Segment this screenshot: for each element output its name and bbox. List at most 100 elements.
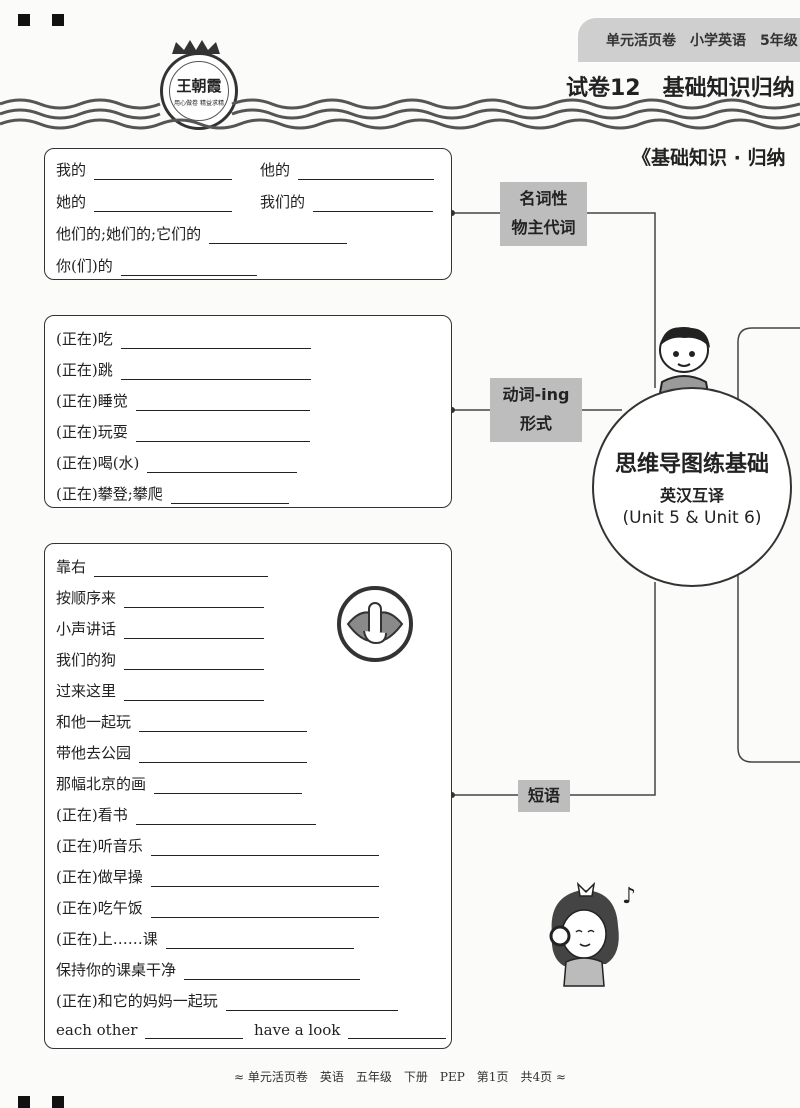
answer-blank[interactable]: [147, 458, 298, 473]
phrase-prompt: have a look: [254, 1021, 341, 1039]
phrase-prompt: 和他一起玩: [56, 713, 132, 731]
answer-blank[interactable]: [94, 165, 233, 180]
pronoun-prompt: 你(们)的: [56, 257, 113, 275]
logo-brand: 王朝霞: [176, 77, 222, 95]
pronoun-prompt: 我的: [56, 161, 87, 179]
ing-row: (正在)跳: [56, 359, 311, 380]
center-subtitle: 英汉互译: [659, 486, 724, 505]
phrase-prompt: (正在)听音乐: [56, 837, 143, 855]
phrase-prompt: 按顺序来: [56, 589, 117, 607]
phrase-row: each other: [56, 1021, 244, 1039]
phrase-prompt: 我们的狗: [56, 651, 117, 669]
phrase-prompt: each other: [56, 1021, 138, 1039]
center-title: 思维导图练基础: [614, 452, 769, 477]
ing-prompt: (正在)攀登;攀爬: [56, 485, 163, 503]
answer-blank[interactable]: [135, 810, 316, 825]
answer-blank[interactable]: [150, 872, 379, 887]
page-footer: ≈ 单元活页卷 英语 五年级 下册 PEP 第1页 共4页 ≈: [234, 1070, 566, 1084]
phrase-row: (正在)做早操: [56, 866, 379, 887]
answer-blank[interactable]: [225, 996, 398, 1011]
phrase-row: (正在)听音乐: [56, 835, 379, 856]
pronoun-row: 他的: [260, 159, 435, 180]
crown-icon: [172, 40, 220, 54]
answer-blank[interactable]: [124, 593, 265, 608]
ing-prompt: (正在)喝(水): [56, 454, 140, 472]
girl-listening-music-icon: [549, 881, 619, 987]
answer-blank[interactable]: [120, 334, 311, 349]
answer-blank[interactable]: [154, 779, 303, 794]
pronoun-prompt: 她的: [56, 193, 87, 211]
ing-forms-box: [44, 315, 452, 508]
answer-blank[interactable]: [209, 229, 348, 244]
phrase-row: 那幅北京的画: [56, 773, 303, 794]
music-note-icon: ♪: [622, 884, 637, 909]
phrase-prompt: 靠右: [56, 558, 87, 576]
phrase-prompt: (正在)和它的妈妈一起玩: [56, 992, 218, 1010]
answer-blank[interactable]: [313, 197, 434, 212]
branch-label-line: 名词性: [519, 189, 568, 209]
logo: 王朝霞 用心做卷 精益求精: [160, 52, 238, 130]
pronoun-prompt: 他的: [260, 161, 291, 179]
phrase-prompt: (正在)吃午饭: [56, 899, 143, 917]
pronoun-row: 你(们)的: [56, 255, 257, 276]
branch-label-line: 动词-ing: [502, 385, 570, 405]
answer-blank[interactable]: [120, 261, 257, 276]
phrase-row: (正在)上……课: [56, 928, 354, 949]
answer-blank[interactable]: [124, 686, 265, 701]
answer-blank[interactable]: [150, 841, 379, 856]
logo-slogan: 用心做卷 精益求精: [174, 100, 224, 107]
phrase-row: have a look: [254, 1021, 447, 1039]
header-band: [578, 18, 800, 62]
phrase-prompt: (正在)上……课: [56, 930, 158, 948]
ing-prompt: (正在)玩耍: [56, 423, 128, 441]
pronoun-row: 他们的;她们的;它们的: [56, 223, 348, 244]
phrase-prompt: 过来这里: [56, 682, 117, 700]
answer-blank[interactable]: [184, 965, 361, 980]
answer-blank[interactable]: [120, 365, 311, 380]
branch-label-line: 物主代词: [511, 218, 576, 237]
phrase-row: 靠右: [56, 556, 269, 577]
pronoun-prompt: 他们的;她们的;它们的: [56, 225, 202, 243]
phrase-row: 和他一起玩: [56, 711, 308, 732]
ing-prompt: (正在)吃: [56, 330, 113, 348]
center-units: (Unit 5 & Unit 6): [622, 508, 762, 528]
answer-blank[interactable]: [135, 427, 310, 442]
page-title: 试卷12 基础知识归纳: [566, 76, 795, 101]
ing-row: (正在)吃: [56, 328, 311, 349]
answer-blank[interactable]: [298, 165, 435, 180]
answer-blank[interactable]: [124, 624, 265, 639]
ing-row: (正在)玩耍: [56, 421, 310, 442]
answer-blank[interactable]: [139, 717, 308, 732]
phrase-row: 带他去公园: [56, 742, 308, 763]
ing-row: (正在)喝(水): [56, 452, 298, 473]
answer-blank[interactable]: [170, 489, 289, 504]
phrase-prompt: 保持你的课桌干净: [56, 961, 177, 979]
answer-blank[interactable]: [94, 197, 233, 212]
phrase-prompt: 小声讲话: [56, 620, 117, 638]
answer-blank[interactable]: [124, 655, 265, 670]
phrase-row: (正在)吃午饭: [56, 897, 379, 918]
branch-label-phrases: 短语: [518, 780, 570, 812]
pronouns-box: [44, 148, 452, 280]
ing-prompt: (正在)睡觉: [56, 392, 128, 410]
phrase-row: 小声讲话: [56, 618, 265, 639]
answer-blank[interactable]: [150, 903, 379, 918]
ing-row: (正在)睡觉: [56, 390, 310, 411]
phrase-prompt: 那幅北京的画: [56, 775, 147, 793]
answer-blank[interactable]: [348, 1024, 447, 1039]
section-tag: 《基础知识 · 归纳: [632, 147, 786, 169]
answer-blank[interactable]: [94, 562, 269, 577]
header-waves: [0, 98, 800, 130]
answer-blank[interactable]: [135, 396, 310, 411]
phrase-prompt: 带他去公园: [56, 744, 132, 762]
ing-prompt: (正在)跳: [56, 361, 113, 379]
pronoun-prompt: 我们的: [260, 193, 306, 211]
phrase-prompt: (正在)做早操: [56, 868, 143, 886]
answer-blank[interactable]: [145, 1024, 244, 1039]
phrase-row: (正在)和它的妈妈一起玩: [56, 990, 398, 1011]
answer-blank[interactable]: [139, 748, 308, 763]
phrase-row: 按顺序来: [56, 587, 265, 608]
pronoun-row: 我的: [56, 159, 233, 180]
answer-blank[interactable]: [165, 934, 354, 949]
pronoun-row: 我们的: [260, 191, 434, 212]
